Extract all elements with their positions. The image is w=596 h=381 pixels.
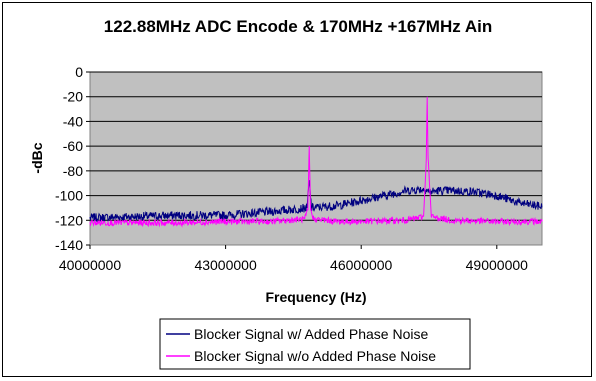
x-axis-ticks: 40000000 43000000 46000000 49000000 <box>59 245 528 273</box>
series-layer <box>89 96 543 228</box>
x-axis-label: Frequency (Hz) <box>265 289 366 305</box>
chart-title: 122.88MHz ADC Encode & 170MHz +167MHz Ai… <box>104 17 492 36</box>
x-tick-label-1: 43000000 <box>194 257 257 273</box>
x-tick-label-0: 40000000 <box>59 257 122 273</box>
y-tick-label-0: 0 <box>75 64 83 80</box>
y-tick-label-5: -100 <box>55 188 83 204</box>
y-tick-label-6: -120 <box>55 212 83 228</box>
y-tick-label-7: -140 <box>55 237 83 253</box>
x-tick-label-3: 49000000 <box>466 257 529 273</box>
y-axis-label: -dBc <box>29 142 45 173</box>
series-line-1 <box>89 179 543 224</box>
x-tick-label-2: 46000000 <box>330 257 393 273</box>
y-tick-label-3: -60 <box>63 138 83 154</box>
legend: Blocker Signal w/ Added Phase Noise Bloc… <box>159 318 471 370</box>
y-tick-label-4: -80 <box>63 163 83 179</box>
legend-box <box>159 318 471 370</box>
y-tick-label-2: -40 <box>63 113 83 129</box>
legend-label-series-1: Blocker Signal w/ Added Phase Noise <box>194 326 428 342</box>
legend-label-series-2: Blocker Signal w/o Added Phase Noise <box>194 348 436 364</box>
gridlines <box>90 71 542 221</box>
y-axis-ticks: 0 -20 -40 -60 -80 -100 -120 -140 <box>55 64 90 253</box>
series-line-2 <box>89 96 543 228</box>
y-tick-label-1: -20 <box>63 89 83 105</box>
